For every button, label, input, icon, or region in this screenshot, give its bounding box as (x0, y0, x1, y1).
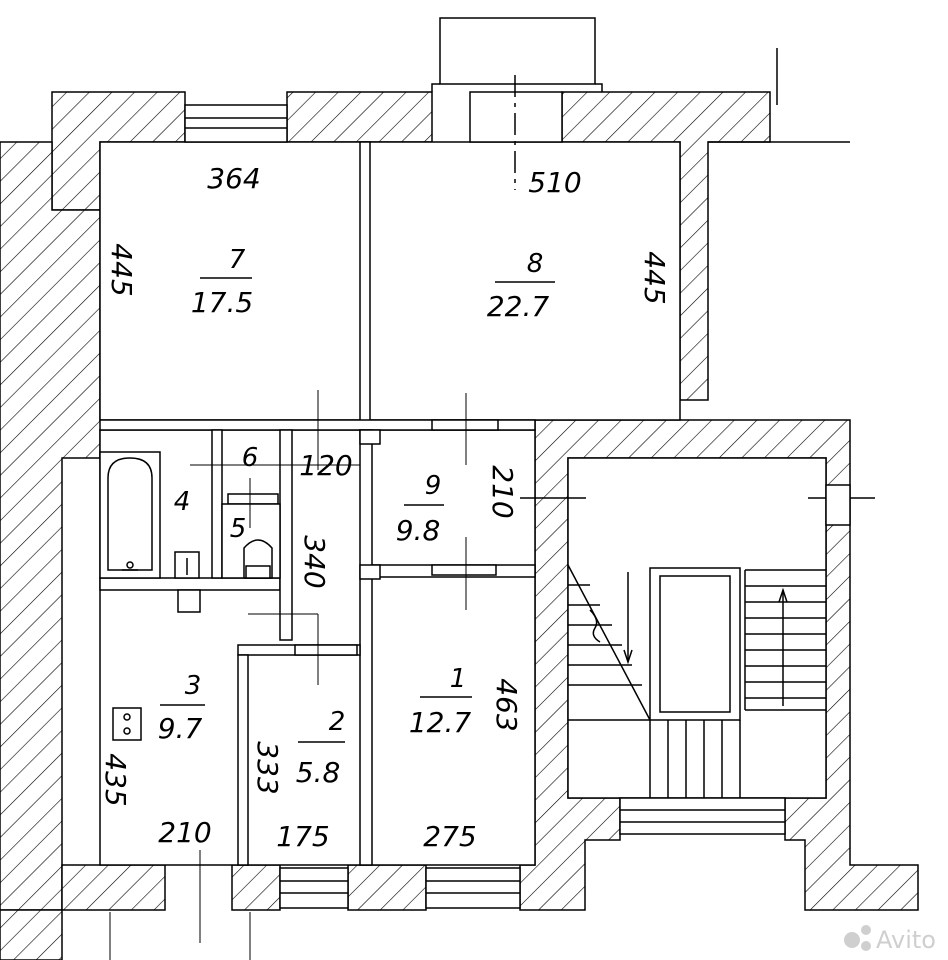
dim-room7-width: 364 (207, 162, 260, 195)
room-2-label: 2 5.8 (296, 707, 346, 789)
room-8-label: 8 22.7 (487, 249, 555, 323)
doors (177, 419, 499, 656)
reference-lines (109, 390, 467, 960)
dim-room8-width: 510 (528, 166, 581, 199)
room-3-label: 3 9.7 (158, 671, 205, 745)
dim-corridor-length: 340 (298, 535, 331, 588)
room-2-area: 5.8 (296, 756, 341, 789)
room-3-area: 9.7 (158, 712, 203, 745)
dim-wc-width: 120 (299, 449, 352, 482)
dim-room2-width: 175 (276, 820, 329, 853)
staircase (520, 484, 875, 798)
room-1-area: 12.7 (409, 706, 472, 739)
room-9-number: 9 (425, 471, 442, 501)
room-9-label: 9 9.8 (396, 471, 444, 547)
room-3-number: 3 (185, 671, 202, 701)
dim-room9-depth: 210 (486, 465, 519, 518)
bathtub (99, 451, 161, 579)
room-1-number: 1 (450, 664, 467, 694)
room-8-area: 22.7 (487, 290, 550, 323)
avito-watermark-text: Avito (876, 926, 936, 954)
dim-room7-depth: 445 (105, 243, 138, 296)
dim-room3-width: 210 (158, 816, 211, 849)
toilet (221, 503, 281, 579)
dim-room2-depth: 333 (251, 741, 284, 794)
dim-room1-depth: 463 (490, 678, 523, 731)
room-1-label: 1 12.7 (409, 664, 472, 739)
room-8-number: 8 (527, 249, 544, 279)
room-7-label: 7 17.5 (191, 245, 253, 319)
dim-room8-depth: 445 (638, 251, 671, 304)
room-9-area: 9.8 (396, 514, 441, 547)
room-6-number: 6 (242, 443, 259, 473)
room-labels: 7 17.5 8 22.7 9 9.8 1 12.7 2 5.8 3 9.7 (158, 245, 555, 789)
room-2-number: 2 (329, 707, 346, 737)
room-5-number: 5 (230, 514, 247, 544)
dim-room3-depth: 435 (99, 753, 132, 806)
room-4-number: 4 (174, 487, 191, 517)
sink (174, 551, 200, 579)
dim-room1-width: 275 (423, 820, 476, 853)
avito-watermark: Avito (844, 925, 936, 954)
windows (184, 104, 786, 909)
dimension-labels: 364 445 510 445 120 340 210 463 435 333 … (99, 162, 671, 853)
top-bay (431, 17, 850, 190)
stove (112, 707, 142, 741)
avito-logo-icon (844, 925, 871, 951)
room-7-number: 7 (229, 245, 246, 275)
room-7-area: 17.5 (191, 286, 253, 319)
room-fills (99, 141, 827, 866)
